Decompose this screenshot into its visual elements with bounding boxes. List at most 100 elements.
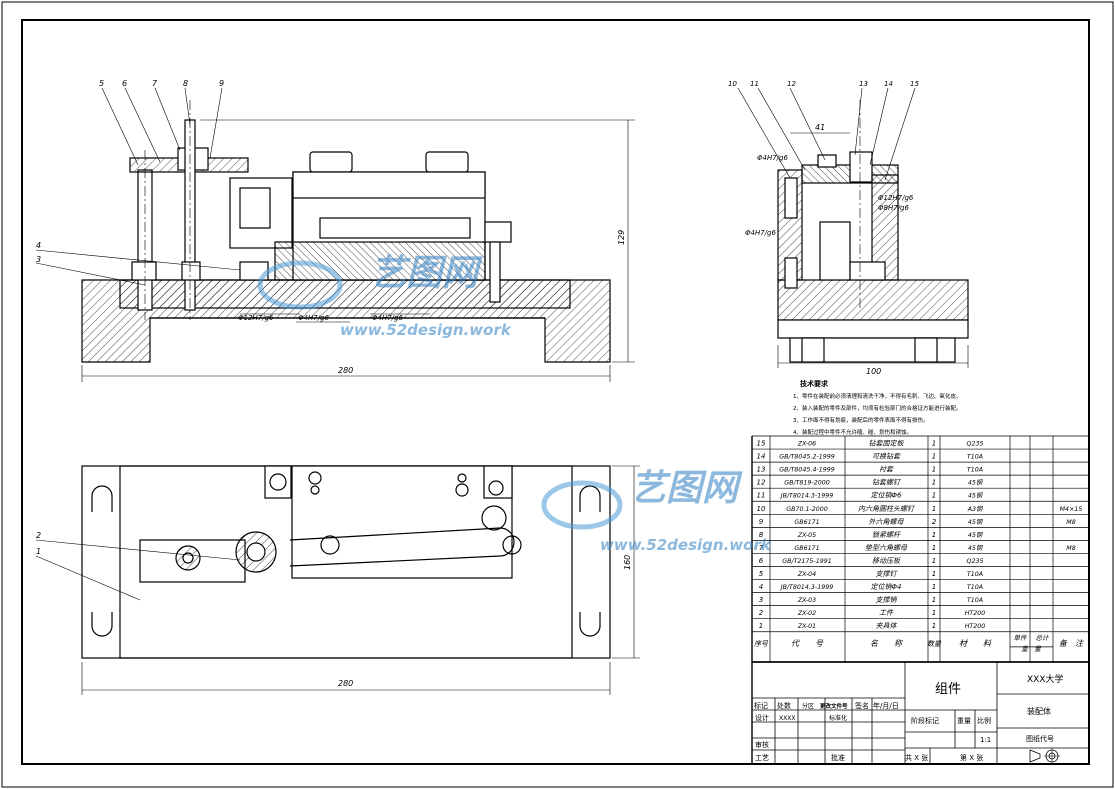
callout-13: 13: [859, 80, 868, 88]
tb-check: 审核: [755, 740, 769, 749]
callout-7: 7: [152, 79, 158, 88]
bom-material: HT200: [965, 610, 986, 617]
bom-material: 45钢: [968, 492, 984, 500]
bom-qty: 1: [932, 453, 936, 461]
bom-code: ZX-05: [797, 532, 816, 539]
bom-name: 垫型六角螺母: [865, 544, 908, 552]
bom-name: 移动压板: [872, 557, 901, 565]
front-view-labels: 5 6 7 8 9 4 3 Φ12H7/g6 Φ4H7/g6 Φ4H7/g6 2…: [36, 79, 626, 375]
bom-header-name: 名 称: [870, 639, 904, 648]
bom-no: 14: [757, 453, 766, 461]
watermark-logo: 艺图网 www.52design.work: [541, 468, 772, 554]
fit-label: Φ4H7/g6: [745, 229, 776, 237]
dim-height: 129: [617, 230, 626, 245]
bom-qty: 1: [932, 531, 936, 539]
bom-header-total: 总计: [1036, 634, 1051, 642]
tb-design: 设计: [755, 713, 769, 722]
bom-code: GB/T8045.2-1999: [779, 454, 835, 461]
tb-part-name: 组件: [935, 682, 961, 697]
bom-name: 钻套螺钉: [872, 479, 902, 487]
bom-name: 工件: [879, 609, 894, 617]
bom-header-unit: 单件: [1014, 634, 1028, 642]
bom-note: M8: [1066, 519, 1075, 526]
tb-sign: 签名: [855, 701, 869, 710]
callout-15: 15: [910, 80, 919, 88]
callout-6: 6: [122, 79, 127, 88]
bom-qty: 1: [932, 440, 936, 448]
watermark-logo: 艺图网 www.52design.work: [257, 253, 512, 339]
tb-date: 年/月/日: [873, 701, 899, 710]
bom-no: 9: [759, 518, 764, 526]
bom-material: 45钢: [968, 518, 984, 526]
tech-req-item: 2、装入装配的零件及部件，均须有检验部门的合格证方能进行装配。: [793, 404, 962, 412]
bom-name: 外六角螺母: [869, 518, 905, 526]
fit-label: Φ4H7/g6: [372, 314, 403, 322]
bom-name: 衬套: [879, 466, 894, 474]
bom-code: GB70.1-2000: [786, 506, 828, 513]
dim-width: 280: [338, 679, 353, 688]
bom-no: 3: [759, 596, 763, 604]
bom-name: 支撑钉: [876, 570, 899, 578]
dim-width: 100: [866, 367, 881, 376]
watermark-en: www.52design.work: [340, 321, 512, 339]
bom-code: ZX-04: [797, 571, 816, 578]
bom-name: 锁紧螺杆: [872, 531, 901, 539]
bom-name: 定位销Φ4: [871, 583, 902, 591]
projection-symbol-icon: [1029, 748, 1060, 764]
fit-label: Φ4H7/g6: [298, 314, 329, 322]
fit-label: Φ12H7/g6: [238, 314, 274, 322]
bom-material: T10A: [967, 597, 983, 604]
tb-change-doc: 更改文件号: [820, 702, 848, 710]
bom-qty: 1: [932, 505, 936, 513]
bom-code: GB6171: [794, 545, 819, 552]
callout-4: 4: [36, 241, 41, 250]
top-view: [35, 465, 640, 695]
bom-header-qty: 数量: [927, 640, 942, 648]
bom-header-code: 代 号: [791, 639, 824, 648]
bom-qty: 1: [932, 557, 936, 565]
callout-9: 9: [219, 79, 224, 88]
side-view: [737, 87, 969, 368]
bom-code: GB/T2175-1991: [782, 558, 832, 565]
callout-12: 12: [787, 80, 796, 88]
bom-material: 45钢: [968, 544, 984, 552]
bom-header-no: 序号: [754, 640, 769, 648]
bom-no: 11: [757, 492, 766, 500]
tb-scale: 比例: [977, 716, 991, 725]
bom-code: GB/T819-2000: [784, 480, 829, 487]
bom-code: GB/T8045.4-1999: [779, 467, 835, 474]
tech-req-title: 技术要求: [800, 379, 829, 388]
tech-req-item: 1、零件在装配前必须清理和清洗干净，不得有毛刺、飞边、氧化皮。: [793, 392, 962, 400]
bom-no: 12: [757, 479, 766, 487]
tb-drawing-name: 装配体: [1027, 706, 1051, 716]
bom-qty: 2: [932, 518, 937, 526]
bom-qty: 1: [932, 596, 936, 604]
bom-header-note: 备 注: [1059, 639, 1084, 648]
callout-2: 2: [36, 531, 41, 540]
bom-note: M4×15: [1060, 506, 1083, 513]
bom-no: 8: [759, 531, 764, 539]
tb-count: 处数: [777, 701, 791, 710]
front-view: [35, 87, 635, 382]
bom-material: T10A: [967, 454, 983, 461]
bom-no: 2: [759, 609, 764, 617]
fit-label: Φ12H7/g6: [878, 194, 914, 202]
bom-no: 4: [759, 583, 763, 591]
dim-height: 160: [623, 555, 632, 570]
bom-name: 钻套固定板: [869, 440, 905, 448]
bom-no: 10: [757, 505, 766, 513]
bom-no: 5: [759, 570, 764, 578]
bom-qty: 1: [932, 570, 936, 578]
tb-approve: 批准: [831, 753, 845, 762]
callout-5: 5: [99, 79, 104, 88]
bom-material: Q235: [967, 441, 984, 448]
tech-req-item: 3、工作面不得有划痕，装配后的零件表面不得有损伤。: [793, 416, 929, 424]
callout-3: 3: [36, 255, 41, 264]
callout-10: 10: [728, 80, 737, 88]
callout-14: 14: [884, 80, 893, 88]
bom-qty: 1: [932, 479, 936, 487]
bom-code: ZX-03: [797, 597, 816, 604]
title-block: [751, 661, 1090, 765]
bom-no: 6: [759, 557, 764, 565]
